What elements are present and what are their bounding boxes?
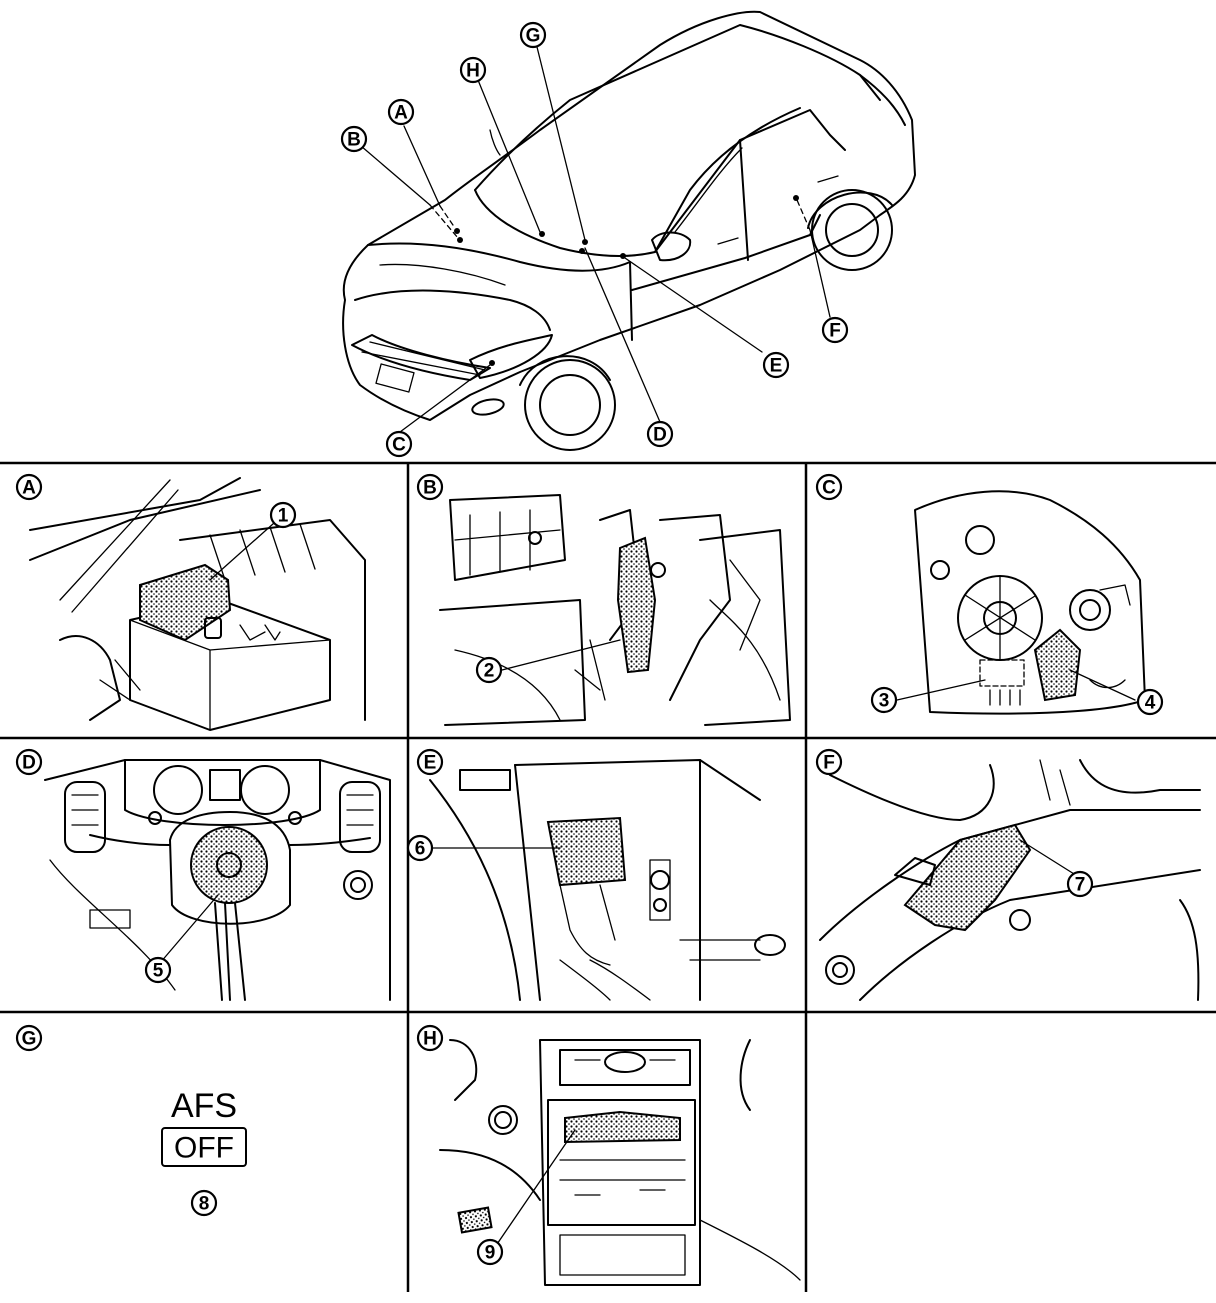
panel-letter-c-label: C xyxy=(822,478,836,499)
part-callout-6-label: 6 xyxy=(415,839,426,860)
overview-callout-d: D xyxy=(646,420,674,448)
part-callout-3-label: 3 xyxy=(879,691,890,712)
panel-letter-d: D xyxy=(15,748,43,776)
panel-a-drawing xyxy=(29,477,366,731)
panel-letter-g: G xyxy=(15,1024,43,1052)
overview-callout-h: H xyxy=(459,56,487,84)
overview-callout-f: F xyxy=(821,316,849,344)
part-callout-9: 9 xyxy=(476,1238,504,1266)
panel-b-drawing xyxy=(439,494,791,726)
part-callout-7-label: 7 xyxy=(1075,875,1086,896)
part-callout-5: 5 xyxy=(144,956,172,984)
overview-callout-a-label: A xyxy=(394,103,408,124)
panel-letter-a-label: A xyxy=(22,478,36,499)
panel-h-drawing xyxy=(439,1039,801,1286)
panel-callout-group: A 1 B 2 C 3 4D 5 E 6 F 7G 8 H 9 xyxy=(15,473,1164,1266)
part-callout-1: 1 xyxy=(269,501,297,529)
overview-callout-e-label: E xyxy=(770,356,783,377)
overview-callout-a: A xyxy=(387,98,415,126)
overview-leader-lines xyxy=(360,46,831,433)
panel-letter-e: E xyxy=(416,748,444,776)
panel-letter-h-label: H xyxy=(423,1029,437,1050)
overview-callout-d-label: D xyxy=(653,425,667,446)
panel-letter-d-label: D xyxy=(22,753,36,774)
part-callout-2: 2 xyxy=(475,656,503,684)
part-callout-9-label: 9 xyxy=(485,1243,496,1264)
overview-callout-c: C xyxy=(385,430,413,458)
panel-grid-lines xyxy=(0,461,1216,1292)
panel-g-drawing: AFS OFF xyxy=(161,1087,247,1167)
panel-letter-f-label: F xyxy=(823,753,835,774)
panel-d-drawing xyxy=(44,759,391,1001)
panel-f-drawing xyxy=(819,759,1201,1001)
part-callout-8-label: 8 xyxy=(199,1194,210,1215)
part-callout-7: 7 xyxy=(1066,870,1094,898)
off-label: OFF xyxy=(174,1132,234,1165)
panel-letter-h: H xyxy=(416,1024,444,1052)
overview-callout-b-label: B xyxy=(347,130,361,151)
overview-callout-b: B xyxy=(340,125,368,153)
panel-letter-a: A xyxy=(15,473,43,501)
overview-callout-g-label: G xyxy=(526,26,541,47)
panel-letter-c: C xyxy=(815,473,843,501)
panel-e-drawing xyxy=(429,759,786,1001)
part-callout-2-label: 2 xyxy=(484,661,495,682)
part-callout-3: 3 xyxy=(870,686,898,714)
panel-letter-b: B xyxy=(416,473,444,501)
panel-c-drawing xyxy=(896,490,1146,715)
overview-callout-h-label: H xyxy=(466,61,480,82)
part-callout-8: 8 xyxy=(190,1189,218,1217)
vehicle-overview: A B C D E F G H xyxy=(340,10,916,458)
overview-callout-e: E xyxy=(762,351,790,379)
part-callout-5-label: 5 xyxy=(153,961,164,982)
overview-callout-c-label: C xyxy=(392,435,406,456)
afs-label: AFS xyxy=(171,1087,237,1125)
part-callout-4: 4 xyxy=(1136,688,1164,716)
panel-letter-f: F xyxy=(815,748,843,776)
panel-letter-g-label: G xyxy=(22,1029,37,1050)
part-callout-6: 6 xyxy=(406,834,434,862)
panel-letter-e-label: E xyxy=(424,753,437,774)
overview-callout-g: G xyxy=(519,21,547,49)
part-callout-4-label: 4 xyxy=(1145,693,1156,714)
afs-off-switch xyxy=(161,1127,247,1167)
overview-callout-group: A B C D E F G H xyxy=(340,21,849,458)
panel-letter-b-label: B xyxy=(423,478,437,499)
part-callout-1-label: 1 xyxy=(278,506,289,527)
overview-callout-f-label: F xyxy=(829,321,841,342)
